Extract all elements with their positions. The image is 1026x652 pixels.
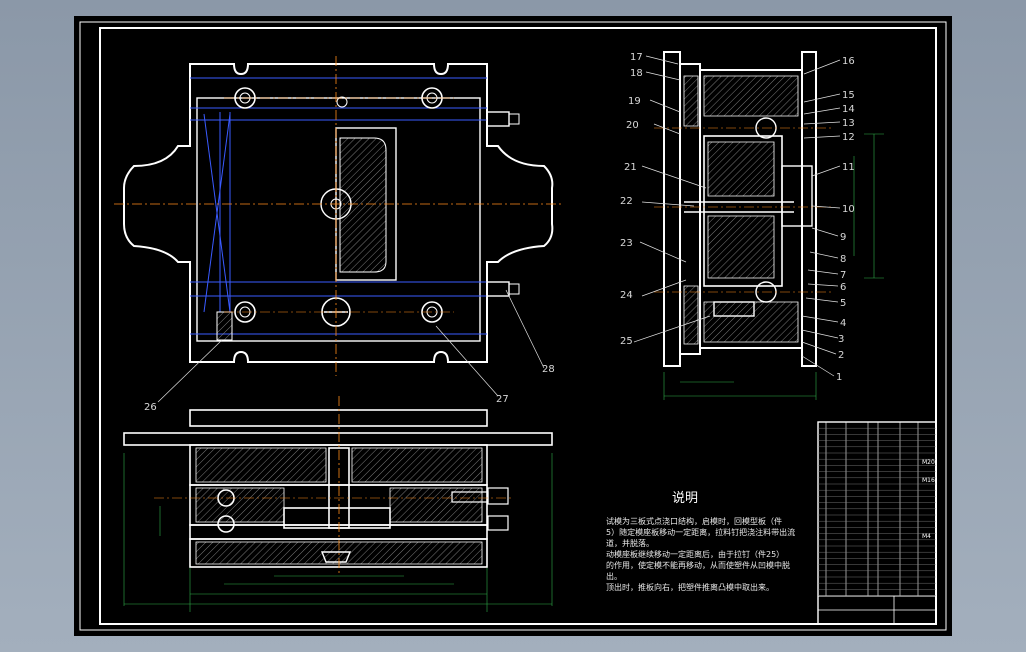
callout-8: 8 (840, 254, 846, 265)
callout-5: 5 (840, 298, 846, 309)
notes-line-5: 的作用，使定模不能再移动，从而使塑件从凹模中脱 (606, 560, 790, 570)
callout-17: 17 (630, 52, 643, 63)
notes-line-2: 5）随定模座板移动一定距离，拉料钉把浇注料带出流 (606, 527, 795, 537)
notes-line-6: 出。 (606, 571, 622, 581)
cad-drawing: 1 2 3 4 5 6 7 8 9 10 11 12 13 14 15 16 1… (79, 21, 947, 631)
callout-numbers: 1 2 3 4 5 6 7 8 9 10 11 12 13 14 15 16 1… (144, 52, 855, 413)
front-view (123, 396, 553, 612)
callout-19: 19 (628, 96, 641, 107)
callout-4: 4 (840, 318, 846, 329)
callout-27: 27 (496, 394, 509, 405)
callout-9: 9 (840, 232, 846, 243)
callout-6: 6 (840, 282, 846, 293)
callout-3: 3 (838, 334, 844, 345)
side-section-view (654, 51, 884, 400)
callout-1: 1 (836, 372, 842, 383)
outer-frame (79, 21, 947, 631)
callout-14: 14 (842, 104, 855, 115)
top-view (114, 56, 564, 376)
callout-23: 23 (620, 238, 633, 249)
notes-line-4: 动模座板继续移动一定距离后，由于拉钉（件25） (606, 549, 784, 559)
callout-10: 10 (842, 204, 855, 215)
callout-24: 24 (620, 290, 633, 301)
inner-frame (99, 27, 937, 625)
callout-12: 12 (842, 132, 855, 143)
title-block-mark-3: M4 (922, 533, 931, 540)
callout-22: 22 (620, 196, 633, 207)
notes-title: 说明 (672, 491, 698, 506)
notes-line-3: 道，并脱落。 (606, 538, 654, 548)
notes-block: 说明 试模为三板式点浇口结构，启模时，回模型板（件 5）随定模座板移动一定距离，… (606, 491, 795, 592)
callout-2: 2 (838, 350, 844, 361)
callout-21: 21 (624, 162, 637, 173)
callout-28: 28 (542, 364, 555, 375)
callout-16: 16 (842, 56, 855, 67)
callout-15: 15 (842, 90, 855, 101)
callout-leaders (157, 55, 841, 403)
notes-line-1: 试模为三板式点浇口结构，启模时，回模型板（件 (606, 516, 782, 526)
callout-7: 7 (840, 270, 846, 281)
title-block: M20 M16 M4 (817, 421, 937, 625)
callout-11: 11 (842, 162, 855, 173)
callout-13: 13 (842, 118, 855, 129)
drawing-viewport[interactable]: 1 2 3 4 5 6 7 8 9 10 11 12 13 14 15 16 1… (74, 16, 952, 636)
callout-26: 26 (144, 402, 157, 413)
callout-25: 25 (620, 336, 633, 347)
callout-18: 18 (630, 68, 643, 79)
callout-20: 20 (626, 120, 639, 131)
title-block-mark-2: M16 (922, 477, 935, 484)
title-block-mark-1: M20 (922, 459, 935, 466)
notes-line-7: 顶出时，推板向右，把塑件推离凸模中取出来。 (606, 582, 774, 592)
